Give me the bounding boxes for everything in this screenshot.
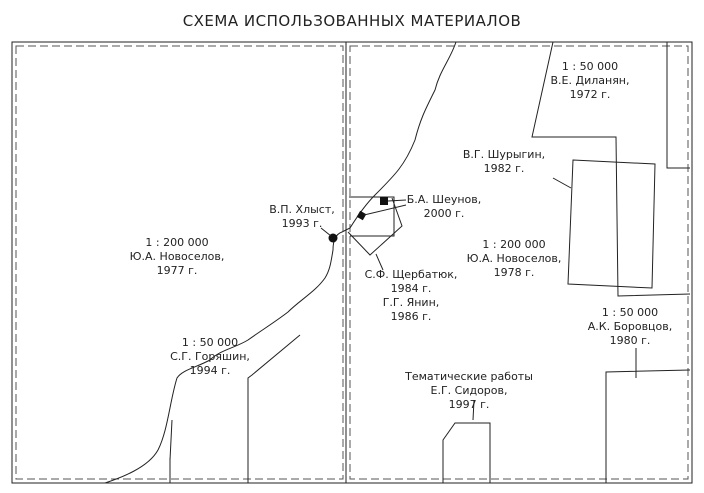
label-line: В.П. Хлыст,: [269, 203, 335, 216]
label-line: 1 : 50 000: [601, 306, 659, 319]
label-shcherbatyuk-yanin: С.Ф. Щербатюк,1984 г.Г.Г. Янин,1986 г.: [365, 268, 458, 324]
label-line: Тематические работы: [405, 370, 533, 383]
diagram-title: СХЕМА ИСПОЛЬЗОВАННЫХ МАТЕРИАЛОВ: [182, 12, 522, 30]
left-sheet-frame: [15, 45, 344, 480]
dilanyan-area-small: [666, 42, 690, 169]
coastline: [104, 41, 457, 484]
label-line: 1997 г.: [448, 398, 490, 411]
shurygin-area: [567, 159, 656, 289]
label-line: В.Г. Шурыгин,: [462, 148, 546, 161]
label-line: 1972 г.: [569, 88, 611, 101]
label-line: С.Ф. Щербатюк,: [364, 268, 458, 281]
label-line: 1993 г.: [281, 217, 323, 230]
label-line: 1 : 200 000: [482, 238, 546, 251]
label-line: В.Е. Диланян,: [550, 74, 630, 87]
label-line: Г.Г. Янин,: [382, 296, 440, 309]
label-line: С.Г. Горяшин,: [170, 350, 250, 363]
label-line: А.К. Боровцов,: [587, 320, 673, 333]
label-line: 1978 г.: [493, 266, 535, 279]
label-line: 1977 г.: [156, 264, 198, 277]
label-shurygin: В.Г. Шурыгин,1982 г.: [463, 148, 545, 176]
right-sheet-frame: [349, 45, 689, 480]
label-line: 1984 г.: [390, 282, 432, 295]
label-line: Б.А. Шеунов,: [406, 193, 482, 206]
label-line: 2000 г.: [423, 207, 465, 220]
sheunov-diamond-marker: [356, 210, 367, 221]
label-line: 1986 г.: [390, 310, 432, 323]
label-line: Е.Г. Сидоров,: [430, 384, 508, 397]
outer-frame: [11, 41, 693, 484]
label-sheunov: Б.А. Шеунов,2000 г.: [407, 193, 482, 221]
sheunov-square-marker: [380, 197, 388, 205]
goryashin-area: [169, 334, 301, 483]
label-line: 1 : 50 000: [561, 60, 619, 73]
label-line: 1 : 50 000: [181, 336, 239, 349]
label-line: Ю.А. Новоселов,: [466, 252, 562, 265]
borovtsov-area: [605, 369, 691, 483]
label-line: 1 : 200 000: [145, 236, 209, 249]
shcherbatyuk-area: [347, 196, 403, 256]
label-line: 1980 г.: [609, 334, 651, 347]
label-line: 1982 г.: [483, 162, 525, 175]
dilanyan-area: [531, 41, 691, 297]
label-line: 1994 г.: [189, 364, 231, 377]
sidorov-area: [442, 422, 491, 483]
label-line: Ю.А. Новоселов,: [129, 250, 225, 263]
label-khlyst: В.П. Хлыст,1993 г.: [269, 203, 335, 231]
